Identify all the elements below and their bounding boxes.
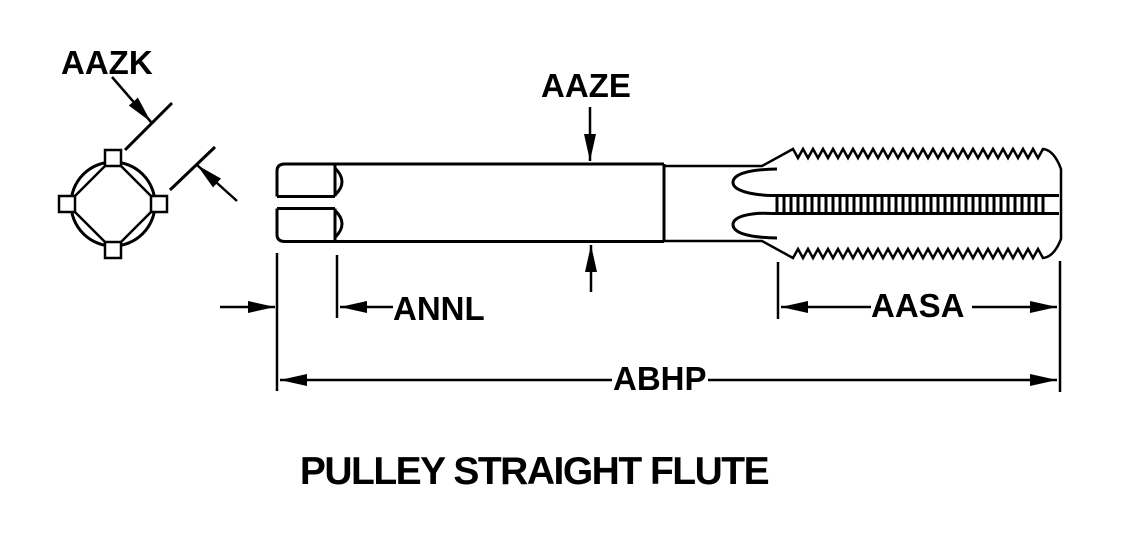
label-abhp: ABHP <box>613 360 707 397</box>
page-title: PULLEY STRAIGHT FLUTE <box>299 450 770 493</box>
label-aasa: AASA <box>871 287 965 324</box>
shank-outline <box>275 162 666 243</box>
label-aaze: AAZE <box>541 67 631 104</box>
aazk-opposing-arrow <box>196 164 238 202</box>
thread-hatch <box>775 197 1045 212</box>
end-view-circle <box>69 160 157 248</box>
aazk-tangent-line-upper <box>123 101 174 152</box>
flute-runout-curve-bottom <box>731 211 778 240</box>
square-end-fillet-arcs <box>333 166 344 239</box>
aazk-leader-arrow <box>111 76 152 123</box>
square-cross-section <box>65 156 161 252</box>
corner-square-bottom <box>103 240 123 260</box>
square-slot-lines <box>277 195 335 210</box>
corner-square-left <box>57 194 77 214</box>
corner-square-right <box>149 194 169 214</box>
thread-section <box>664 146 1063 261</box>
label-aazk: AAZK <box>61 44 153 81</box>
corner-square-top <box>103 148 123 168</box>
thread-profile <box>664 146 1063 261</box>
extension-lines <box>275 253 1062 392</box>
label-annl: ANNL <box>393 290 485 327</box>
dimension-arrows <box>220 107 1057 386</box>
aazk-tangent-line-lower <box>168 145 217 192</box>
end-view <box>57 76 238 260</box>
shank <box>275 162 666 243</box>
flute-runout-curve-top <box>731 167 778 197</box>
